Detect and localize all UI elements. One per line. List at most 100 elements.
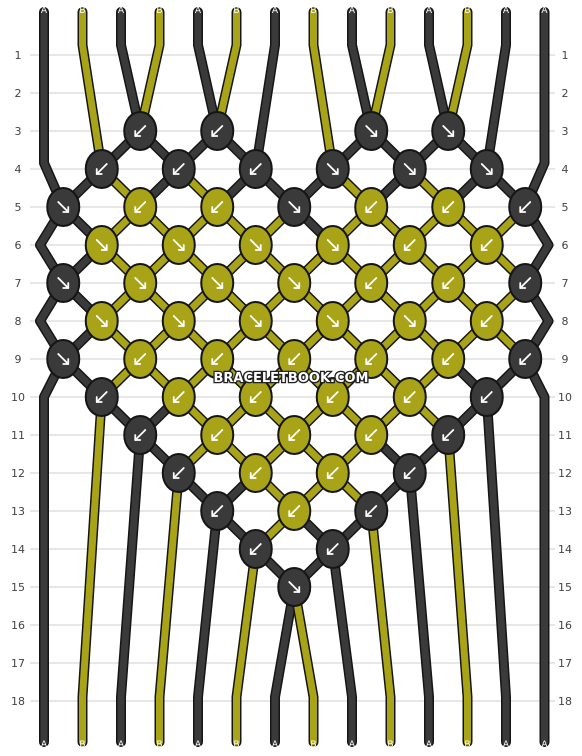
knot: [354, 263, 389, 303]
knot: [238, 301, 273, 341]
backward-knot-arrow-icon: [403, 467, 416, 479]
bottom-strand: [290, 583, 317, 746]
top-strand: [348, 8, 375, 135]
forward-knot-arrow-icon: [95, 239, 108, 251]
bottom-strand: [233, 545, 260, 746]
bottom-strand: [367, 507, 394, 746]
backward-knot-arrow-icon: [249, 543, 262, 555]
top-strand: [136, 8, 163, 135]
backward-knot-arrow-icon: [326, 543, 339, 555]
knot: [46, 263, 81, 303]
arrow-head-icon: [442, 358, 450, 365]
knot: [238, 377, 273, 417]
forward-knot-arrow-icon: [403, 163, 416, 175]
backward-knot-arrow-icon: [172, 467, 185, 479]
arrow-head-icon: [211, 358, 219, 365]
arrow-head-icon: [62, 282, 70, 289]
backward-knot-arrow-icon: [442, 277, 455, 289]
row-number-left: 8: [15, 315, 22, 328]
knot: [392, 225, 427, 265]
forward-knot-arrow-icon: [480, 163, 493, 175]
arrow-head-icon: [326, 396, 334, 403]
top-strand: [213, 8, 240, 135]
forward-knot-arrow-icon: [442, 125, 455, 137]
arrow-head-icon: [211, 130, 219, 137]
backward-knot-arrow-icon: [365, 277, 378, 289]
row-number-left: 12: [11, 467, 25, 480]
knot: [238, 453, 273, 493]
thread-letter-bottom: B: [387, 740, 393, 750]
arrow-head-icon: [480, 396, 488, 403]
row-number-left: 9: [15, 353, 22, 366]
thread-letter-bottom: B: [464, 740, 470, 750]
backward-knot-arrow-icon: [288, 429, 301, 441]
knot: [315, 149, 350, 189]
row-number-left: 15: [11, 581, 25, 594]
bottom-strand: [406, 469, 433, 746]
forward-knot-arrow-icon: [249, 315, 262, 327]
row-number-right: 4: [562, 163, 569, 176]
knot: [354, 415, 389, 455]
arrow-head-icon: [172, 168, 180, 175]
forward-knot-arrow-icon: [326, 163, 339, 175]
row-number-right: 14: [558, 543, 572, 556]
backward-knot-arrow-icon: [480, 315, 493, 327]
top-strand: [117, 8, 144, 135]
arrow-head-icon: [442, 282, 450, 289]
knot: [200, 263, 235, 303]
knot: [392, 149, 427, 189]
row-number-right: 18: [558, 695, 572, 708]
watermark-text: BRACELETBOOK.COM: [214, 371, 369, 386]
forward-knot-arrow-icon: [211, 277, 224, 289]
arrow-head-icon: [62, 358, 70, 365]
knot: [84, 225, 119, 265]
forward-knot-arrow-icon: [57, 353, 70, 365]
forward-knot-arrow-icon: [288, 201, 301, 213]
row-number-right: 13: [558, 505, 572, 518]
thread-letter-top: B: [310, 6, 316, 16]
arrow-head-icon: [331, 244, 339, 251]
top-strand: [425, 8, 452, 135]
arrow-head-icon: [254, 320, 262, 327]
arrow-head-icon: [288, 358, 296, 365]
knot: [238, 225, 273, 265]
arrow-head-icon: [293, 206, 301, 213]
knot: [392, 301, 427, 341]
backward-knot-arrow-icon: [249, 391, 262, 403]
knot: [315, 225, 350, 265]
row-number-right: 10: [558, 391, 572, 404]
backward-knot-arrow-icon: [365, 353, 378, 365]
backward-knot-arrow-icon: [288, 505, 301, 517]
row-number-right: 9: [562, 353, 569, 366]
row-number-left: 13: [11, 505, 25, 518]
knot: [392, 453, 427, 493]
thread-letter-bottom: A: [503, 740, 510, 750]
arrow-head-icon: [408, 168, 416, 175]
backward-knot-arrow-icon: [480, 239, 493, 251]
knot: [123, 111, 158, 151]
bottom-strand: [117, 431, 144, 746]
forward-knot-arrow-icon: [288, 277, 301, 289]
knot: [392, 377, 427, 417]
thread-letter-top: A: [118, 6, 125, 16]
thread-letter-bottom: A: [118, 740, 125, 750]
arrow-head-icon: [365, 282, 373, 289]
thread-letter-top: B: [156, 6, 162, 16]
knot: [123, 415, 158, 455]
thread-letter-top: B: [464, 6, 470, 16]
backward-knot-arrow-icon: [442, 201, 455, 213]
knot: [277, 187, 312, 227]
knot: [123, 339, 158, 379]
knot: [161, 453, 196, 493]
knot: [161, 377, 196, 417]
arrow-head-icon: [139, 282, 147, 289]
knot: [354, 491, 389, 531]
backward-knot-arrow-icon: [442, 353, 455, 365]
arrow-head-icon: [519, 282, 527, 289]
knot: [277, 491, 312, 531]
arrow-head-icon: [249, 548, 257, 555]
arrow-head-icon: [254, 244, 262, 251]
arrow-head-icon: [293, 586, 301, 593]
